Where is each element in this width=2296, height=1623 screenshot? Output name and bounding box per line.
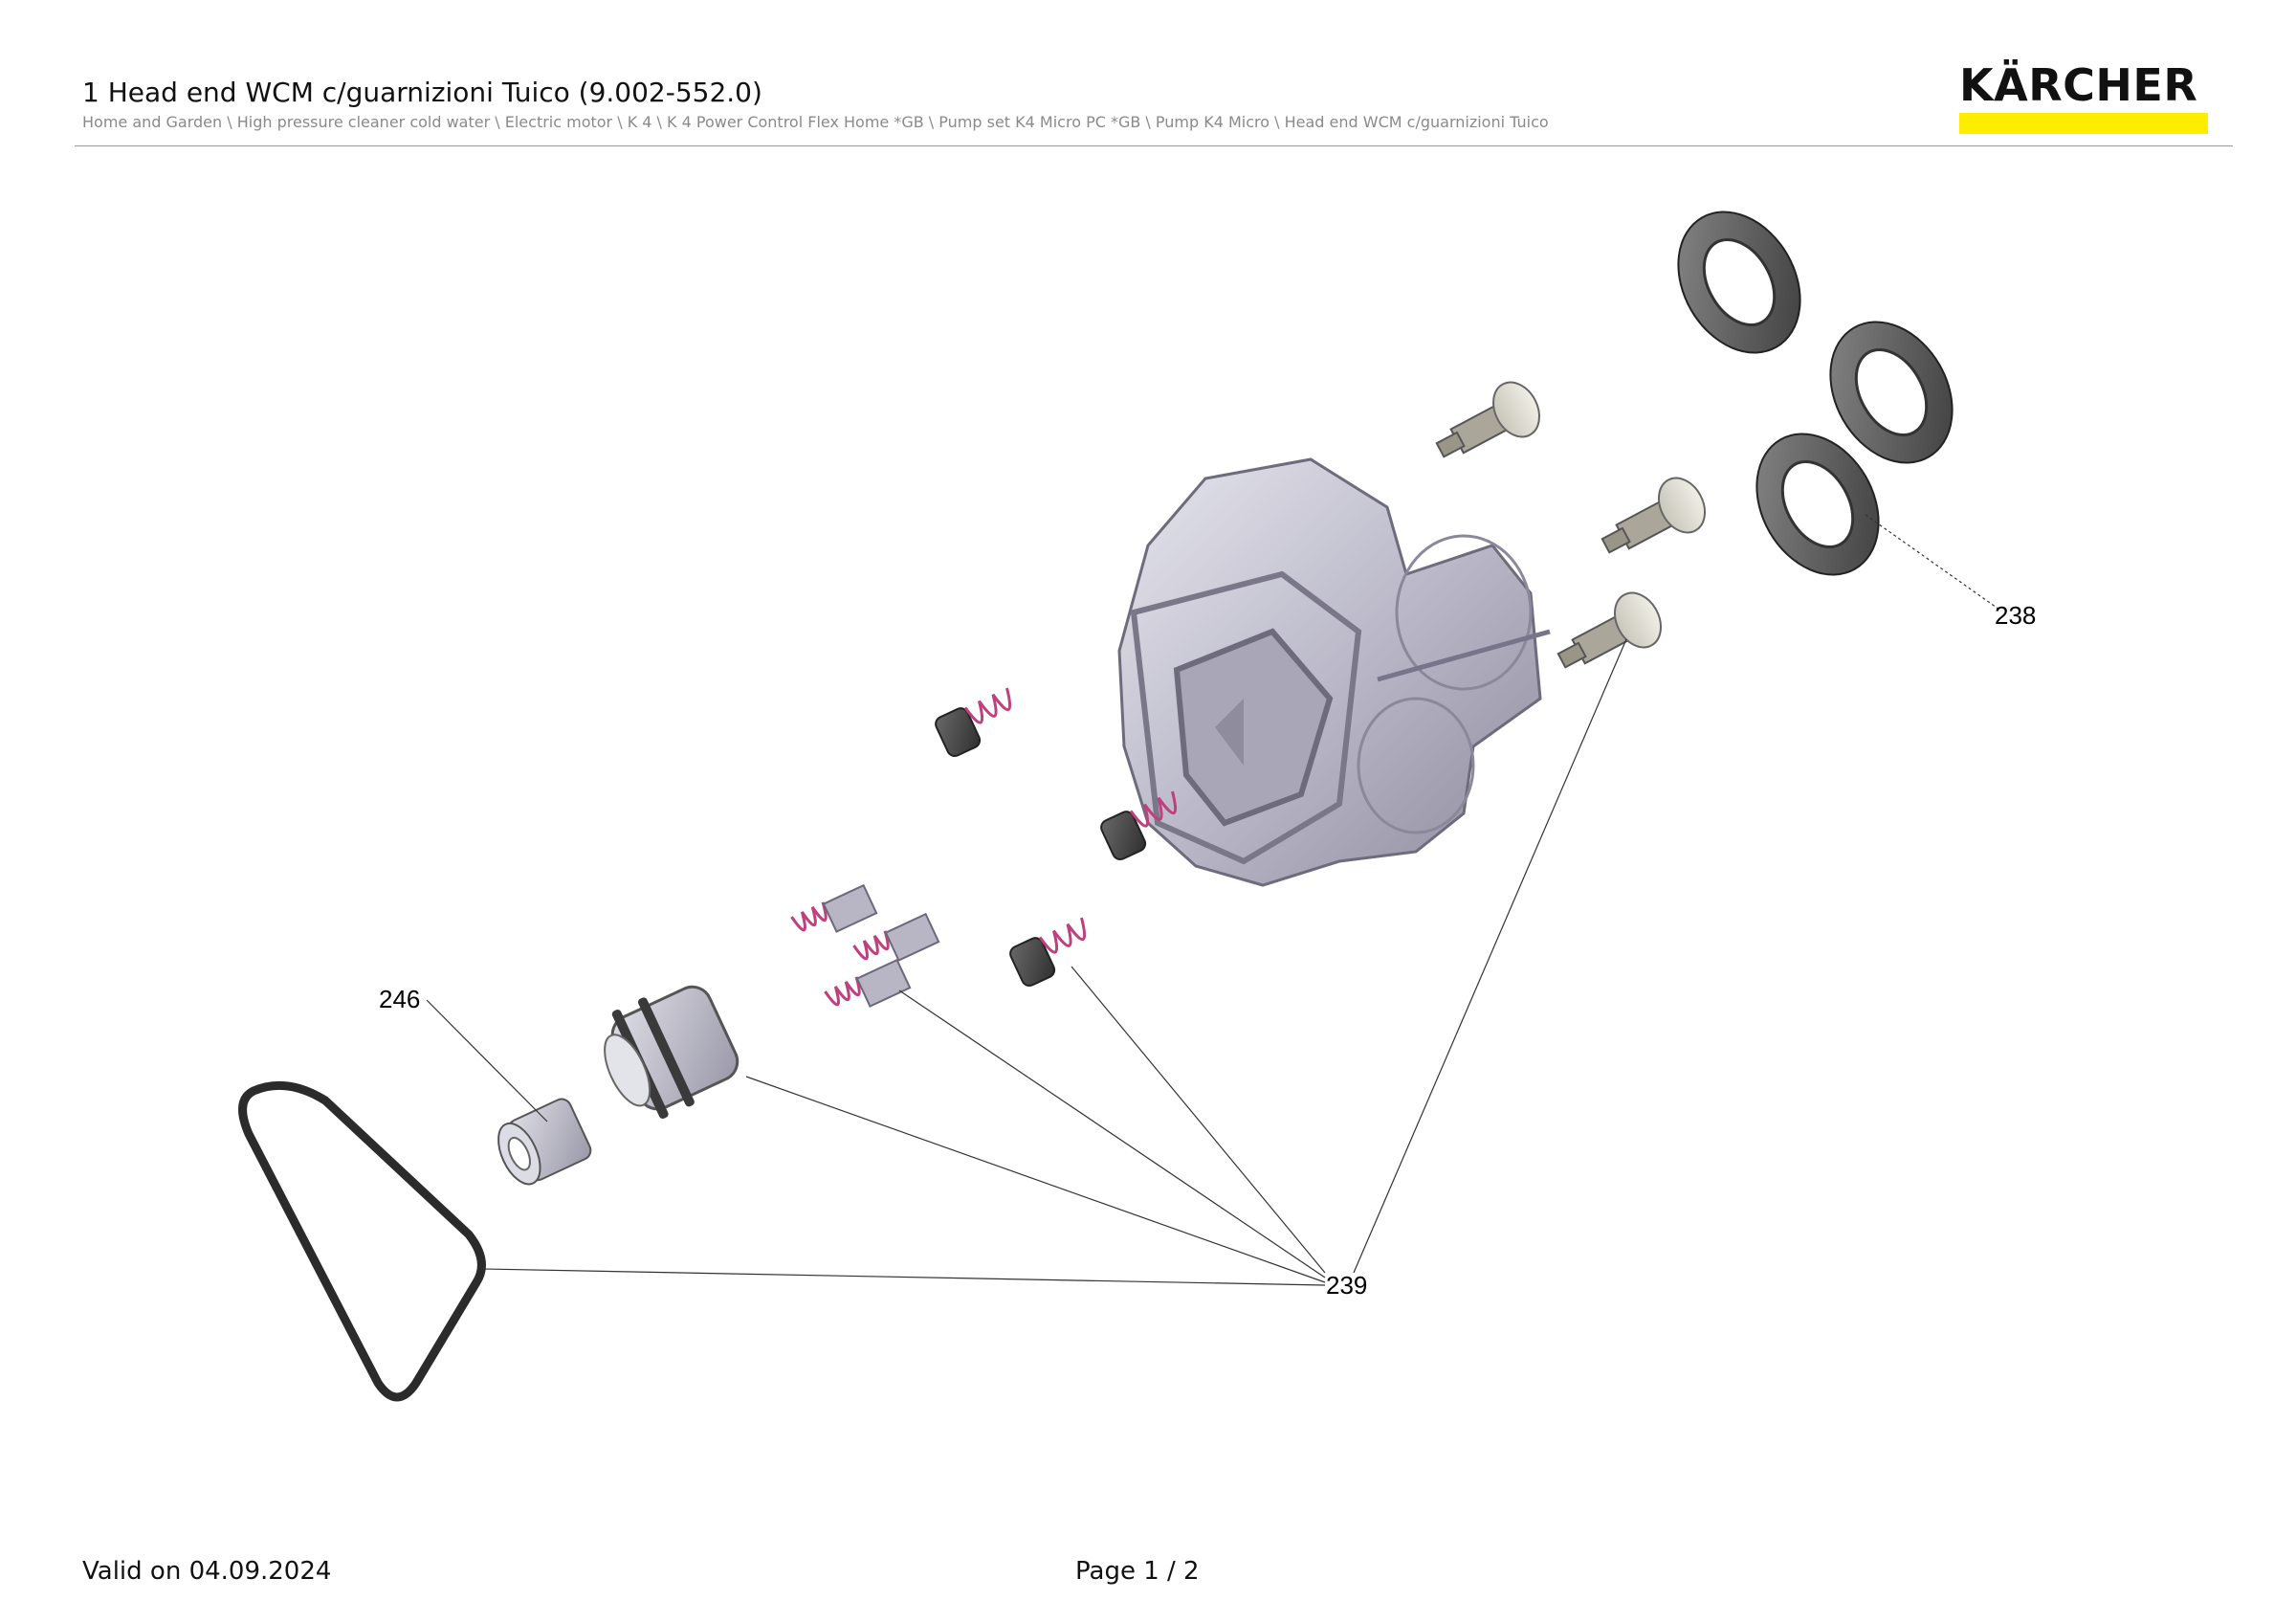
sleeve-icon: [497, 1098, 592, 1186]
karcher-logo: KÄRCHER: [1959, 63, 2214, 134]
valve-spring-icon: [935, 687, 1012, 757]
valve-spring-icon: [824, 958, 912, 1008]
valve-spring-icon: [790, 883, 878, 933]
seal-ring-icon: [1829, 321, 1954, 464]
header-divider: [75, 145, 2233, 146]
valve-spring-icon: [852, 912, 940, 962]
pump-head-icon: [1117, 457, 1551, 887]
valve-spring-icon: [1100, 790, 1178, 860]
valve-insert-icon: [1556, 591, 1662, 669]
logo-text: KÄRCHER: [1959, 59, 2198, 111]
seal-ring-icon: [1755, 433, 1880, 576]
valid-date: Valid on 04.09.2024: [82, 1557, 332, 1586]
callout-239[interactable]: 239: [1326, 1271, 1367, 1300]
valve-insert-icon: [1601, 477, 1706, 554]
page-header: 1 Head end WCM c/guarnizioni Tuico (9.00…: [0, 0, 2296, 153]
logo-yellow-bar: [1959, 113, 2208, 134]
plug-icon: [604, 985, 740, 1120]
page-indicator: Page 1 / 2: [1075, 1557, 1200, 1586]
leader-lines: [426, 514, 2000, 1286]
callout-238[interactable]: 238: [1995, 601, 2036, 630]
seal-ring-icon: [1677, 211, 1801, 354]
callout-246[interactable]: 246: [379, 985, 420, 1013]
valve-insert-icon: [1435, 381, 1540, 458]
o-ring-icon: [238, 1080, 486, 1402]
page-title: 1 Head end WCM c/guarnizioni Tuico (9.00…: [82, 77, 762, 108]
breadcrumb[interactable]: Home and Garden \ High pressure cleaner …: [82, 113, 1549, 131]
valve-spring-icon: [1009, 917, 1087, 987]
